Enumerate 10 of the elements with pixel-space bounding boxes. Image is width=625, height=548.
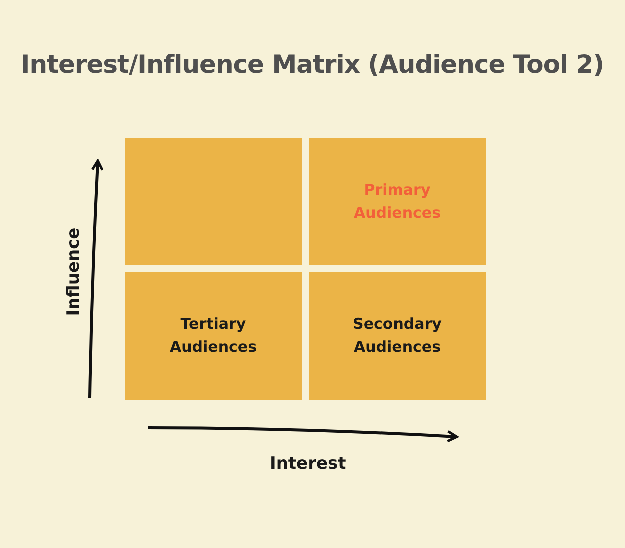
- diagram-title: Interest/Influence Matrix (Audience Tool 2): [20, 50, 606, 79]
- quadrant-label: Primary Audiences: [352, 180, 442, 224]
- quadrant-box: [125, 272, 302, 400]
- axis-label: Interest: [270, 454, 346, 474]
- quadrant-box: [125, 138, 302, 265]
- quadrant-label: Tertiary Audiences: [168, 314, 258, 358]
- axis-label: Influence: [64, 228, 84, 316]
- quadrant-box: [309, 138, 486, 265]
- quadrant-label: Secondary Audiences: [352, 314, 443, 358]
- quadrant-box: [309, 272, 486, 400]
